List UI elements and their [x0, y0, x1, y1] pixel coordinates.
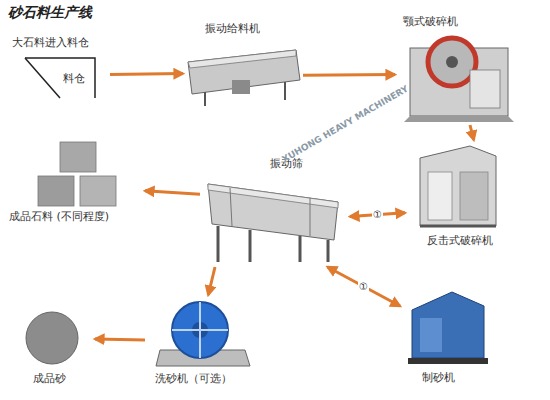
inner-label: 料仓: [63, 72, 85, 85]
callout-number: ①: [358, 281, 369, 293]
flow-arrow: [95, 339, 145, 340]
machine-node: 大石料进入料仓料仓: [10, 36, 110, 100]
screen-drawing: [208, 184, 338, 262]
machine-label: 反击式破碎机: [427, 234, 493, 247]
flow-arrow: [303, 73, 395, 77]
machine-label: 振动给料机: [205, 22, 260, 35]
flow-arrow: [208, 267, 215, 295]
stones-drawing: [38, 142, 116, 206]
machine-node: 成品石料 (不同程度): [5, 138, 145, 226]
hopper-drawing: [25, 58, 95, 98]
machine-node: 振动筛: [200, 155, 350, 267]
impact-crusher-drawing: [420, 146, 496, 226]
washer-drawing: [156, 302, 250, 366]
machine-node: 颚式破碎机: [395, 13, 520, 125]
callout-number: ①: [372, 209, 383, 221]
sand-maker-drawing: [408, 292, 488, 364]
sand-drawing: [26, 312, 78, 364]
watermark: XUHONG HEAVY MACHINERY: [280, 84, 410, 165]
machine-label: 大石料进入料仓: [12, 36, 89, 49]
machine-node: 成品砂: [15, 305, 95, 390]
flow-arrow: [110, 72, 183, 76]
machine-node: 制砂机: [400, 285, 500, 390]
flow-arrow: [145, 191, 200, 194]
machine-label: 制砂机: [422, 371, 455, 384]
machine-node: 反击式破碎机: [405, 140, 530, 252]
machine-label: 洗砂机（可选）: [155, 372, 232, 385]
title: 砂石料生产线: [8, 4, 92, 22]
feeder-drawing: [188, 50, 300, 106]
machine-label: 成品石料 (不同程度): [9, 210, 109, 223]
machine-label: 成品砂: [33, 372, 66, 385]
flow-arrow: [328, 267, 401, 306]
jaw-crusher-drawing: [404, 38, 514, 122]
flow-arrow: [470, 125, 474, 140]
machine-node: 洗砂机（可选）: [145, 295, 260, 395]
machine-node: 振动给料机: [183, 22, 303, 108]
machine-label: 颚式破碎机: [403, 15, 458, 28]
